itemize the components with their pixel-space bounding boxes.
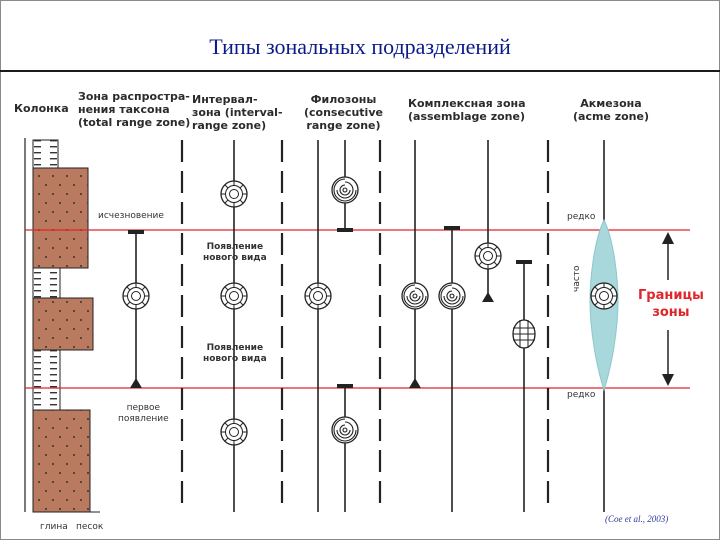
label-rare-bottom: редко: [567, 390, 596, 400]
ammonite-icon: [220, 282, 248, 310]
slide-title: Типы зональных подразделений: [209, 34, 511, 59]
column-separators: [180, 140, 550, 512]
header-interval-zone: Интервал- зона (interval- range zone): [192, 93, 283, 132]
label-new-species-lower: Появление нового вида: [203, 343, 267, 364]
label-first-appearance: первое появление: [118, 403, 169, 424]
ammonite-icon: [220, 418, 248, 446]
boundary-arrow: [662, 232, 674, 386]
legend-clay: глина: [40, 522, 68, 532]
header-assemblage-zone: Комплексная зона (assemblage zone): [408, 97, 526, 123]
label-rare-top: редко: [567, 212, 596, 222]
ammonite-icon: [590, 282, 618, 310]
ammonite-icon: [122, 282, 150, 310]
header-phylozone: Филозоны (consecutive range zone): [304, 93, 383, 132]
label-extinction: исчезновение: [98, 211, 164, 221]
ammonite-icon: [474, 242, 502, 270]
spiral-shell-icon: [331, 416, 359, 444]
first-appearance-markers: [130, 292, 494, 388]
citation: (Coe et al., 2003): [605, 514, 669, 524]
header-column: Колонка: [14, 102, 69, 115]
title-divider: [0, 70, 720, 72]
spiral-shell-icon: [331, 176, 359, 204]
spiral-shell-icon: [438, 282, 466, 310]
stratigraphic-column: [24, 138, 100, 513]
label-new-species-upper: Появление нового вида: [203, 242, 267, 263]
header-total-range-zone: Зона распростра- нения таксона (total ra…: [78, 90, 191, 129]
header-acme-zone: Акмезона (acme zone): [573, 97, 650, 123]
label-zone-boundaries: Границы зоны: [638, 288, 704, 320]
ammonite-icon: [220, 180, 248, 208]
legend-sand: песок: [76, 522, 104, 532]
spiral-shell-icon: [401, 282, 429, 310]
trilobite-icon: [512, 319, 536, 349]
label-frequent: часто: [572, 265, 582, 292]
ammonite-icon: [304, 282, 332, 310]
